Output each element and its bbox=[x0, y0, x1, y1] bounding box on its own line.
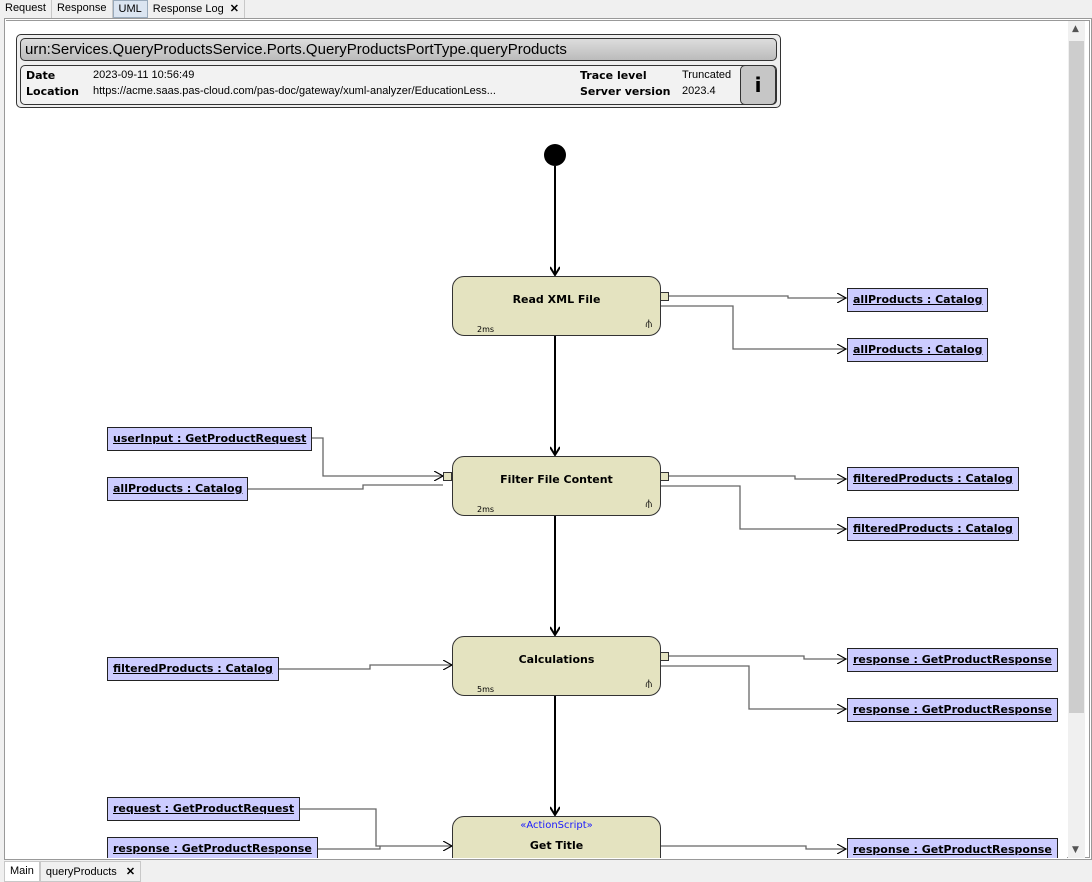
vertical-scrollbar[interactable]: ▲ ▼ bbox=[1068, 21, 1085, 858]
object-flow bbox=[660, 305, 846, 349]
server-version-label: Server version bbox=[580, 85, 671, 98]
date-value: 2023-09-11 10:56:49 bbox=[93, 69, 195, 81]
tab-response[interactable]: Response bbox=[51, 0, 113, 18]
info-button[interactable]: i bbox=[740, 65, 776, 105]
scroll-down-icon[interactable]: ▼ bbox=[1072, 845, 1079, 855]
object-flow bbox=[660, 846, 846, 849]
tab-uml[interactable]: UML bbox=[112, 0, 148, 18]
trace-info: Date 2023-09-11 10:56:49 Location https:… bbox=[20, 65, 777, 105]
action-read-xml-file[interactable]: Read XML File 2ms ⫛ bbox=[452, 276, 661, 336]
object-node[interactable]: filteredProducts : Catalog bbox=[847, 517, 1019, 541]
operation-title: urn:Services.QueryProductsService.Ports.… bbox=[20, 38, 777, 61]
scroll-up-icon[interactable]: ▲ bbox=[1072, 24, 1079, 34]
tab-label: queryProducts bbox=[45, 866, 117, 878]
bottom-tabs: Main queryProducts ✕ bbox=[4, 861, 142, 882]
connectors bbox=[232, 144, 1067, 858]
stereotype: «ActionScript» bbox=[520, 820, 593, 831]
date-label: Date bbox=[26, 69, 56, 82]
object-flow bbox=[660, 665, 846, 709]
object-flow bbox=[293, 437, 443, 476]
object-node[interactable]: response : GetProductResponse bbox=[847, 838, 1058, 858]
trace-level-label: Trace level bbox=[580, 69, 647, 82]
object-node[interactable]: allProducts : Catalog bbox=[107, 477, 249, 501]
object-node[interactable]: response : GetProductResponse bbox=[107, 837, 318, 858]
tab-label: Response Log bbox=[152, 3, 224, 15]
object-flow bbox=[660, 485, 846, 529]
object-node[interactable]: response : GetProductResponse bbox=[847, 648, 1058, 672]
subactivity-icon: ⫛ bbox=[645, 677, 652, 690]
trace-header: urn:Services.QueryProductsService.Ports.… bbox=[16, 34, 781, 108]
location-label: Location bbox=[26, 85, 79, 98]
scrollbar-thumb[interactable] bbox=[1069, 41, 1084, 713]
action-label: Calculations bbox=[518, 653, 595, 666]
output-pin bbox=[660, 652, 669, 661]
initial-node bbox=[544, 144, 566, 166]
object-flow bbox=[669, 296, 846, 298]
object-node[interactable]: filteredProducts : Catalog bbox=[847, 467, 1019, 491]
input-pin bbox=[443, 472, 452, 481]
duration: 5ms bbox=[477, 685, 495, 694]
action-get-title[interactable]: «ActionScript» Get Title bbox=[452, 816, 661, 858]
uml-diagram: urn:Services.QueryProductsService.Ports.… bbox=[6, 21, 1067, 858]
object-node[interactable]: filteredProducts : Catalog bbox=[107, 657, 279, 681]
action-label: Filter File Content bbox=[500, 473, 613, 486]
trace-level-value: Truncated bbox=[682, 69, 732, 81]
object-node[interactable]: response : GetProductResponse bbox=[847, 698, 1058, 722]
subactivity-icon: ⫛ bbox=[645, 497, 652, 510]
tab-query-products[interactable]: queryProducts ✕ bbox=[39, 861, 142, 882]
action-label: Get Title bbox=[529, 839, 584, 852]
duration: 2ms bbox=[477, 505, 495, 514]
object-flow bbox=[232, 484, 443, 490]
output-pin bbox=[660, 472, 669, 481]
close-icon[interactable]: ✕ bbox=[229, 3, 239, 15]
action-filter-file-content[interactable]: Filter File Content 2ms ⫛ bbox=[452, 456, 661, 516]
subactivity-icon: ⫛ bbox=[645, 317, 652, 330]
tab-main[interactable]: Main bbox=[4, 861, 40, 882]
location-value: https://acme.saas.pas-cloud.com/pas-doc/… bbox=[93, 85, 496, 97]
object-node[interactable]: userInput : GetProductRequest bbox=[107, 427, 313, 451]
output-pin bbox=[660, 292, 669, 301]
action-label: Read XML File bbox=[512, 293, 601, 306]
object-flow bbox=[281, 808, 452, 846]
object-node[interactable]: request : GetProductRequest bbox=[107, 797, 301, 821]
object-node[interactable]: allProducts : Catalog bbox=[847, 338, 989, 362]
object-flow bbox=[297, 846, 381, 850]
action-calculations[interactable]: Calculations 5ms ⫛ bbox=[452, 636, 661, 696]
object-flow bbox=[669, 656, 846, 659]
tab-request[interactable]: Request bbox=[0, 0, 52, 18]
close-icon[interactable]: ✕ bbox=[125, 866, 136, 878]
object-node[interactable]: allProducts : Catalog bbox=[847, 288, 989, 312]
tab-response-log[interactable]: Response Log ✕ bbox=[147, 0, 245, 18]
server-version-value: 2023.4 bbox=[682, 85, 716, 97]
object-flow bbox=[669, 476, 846, 479]
duration: 2ms bbox=[477, 325, 495, 334]
object-flow bbox=[260, 665, 452, 669]
top-tabs: Request Response UML Response Log ✕ bbox=[0, 0, 245, 18]
